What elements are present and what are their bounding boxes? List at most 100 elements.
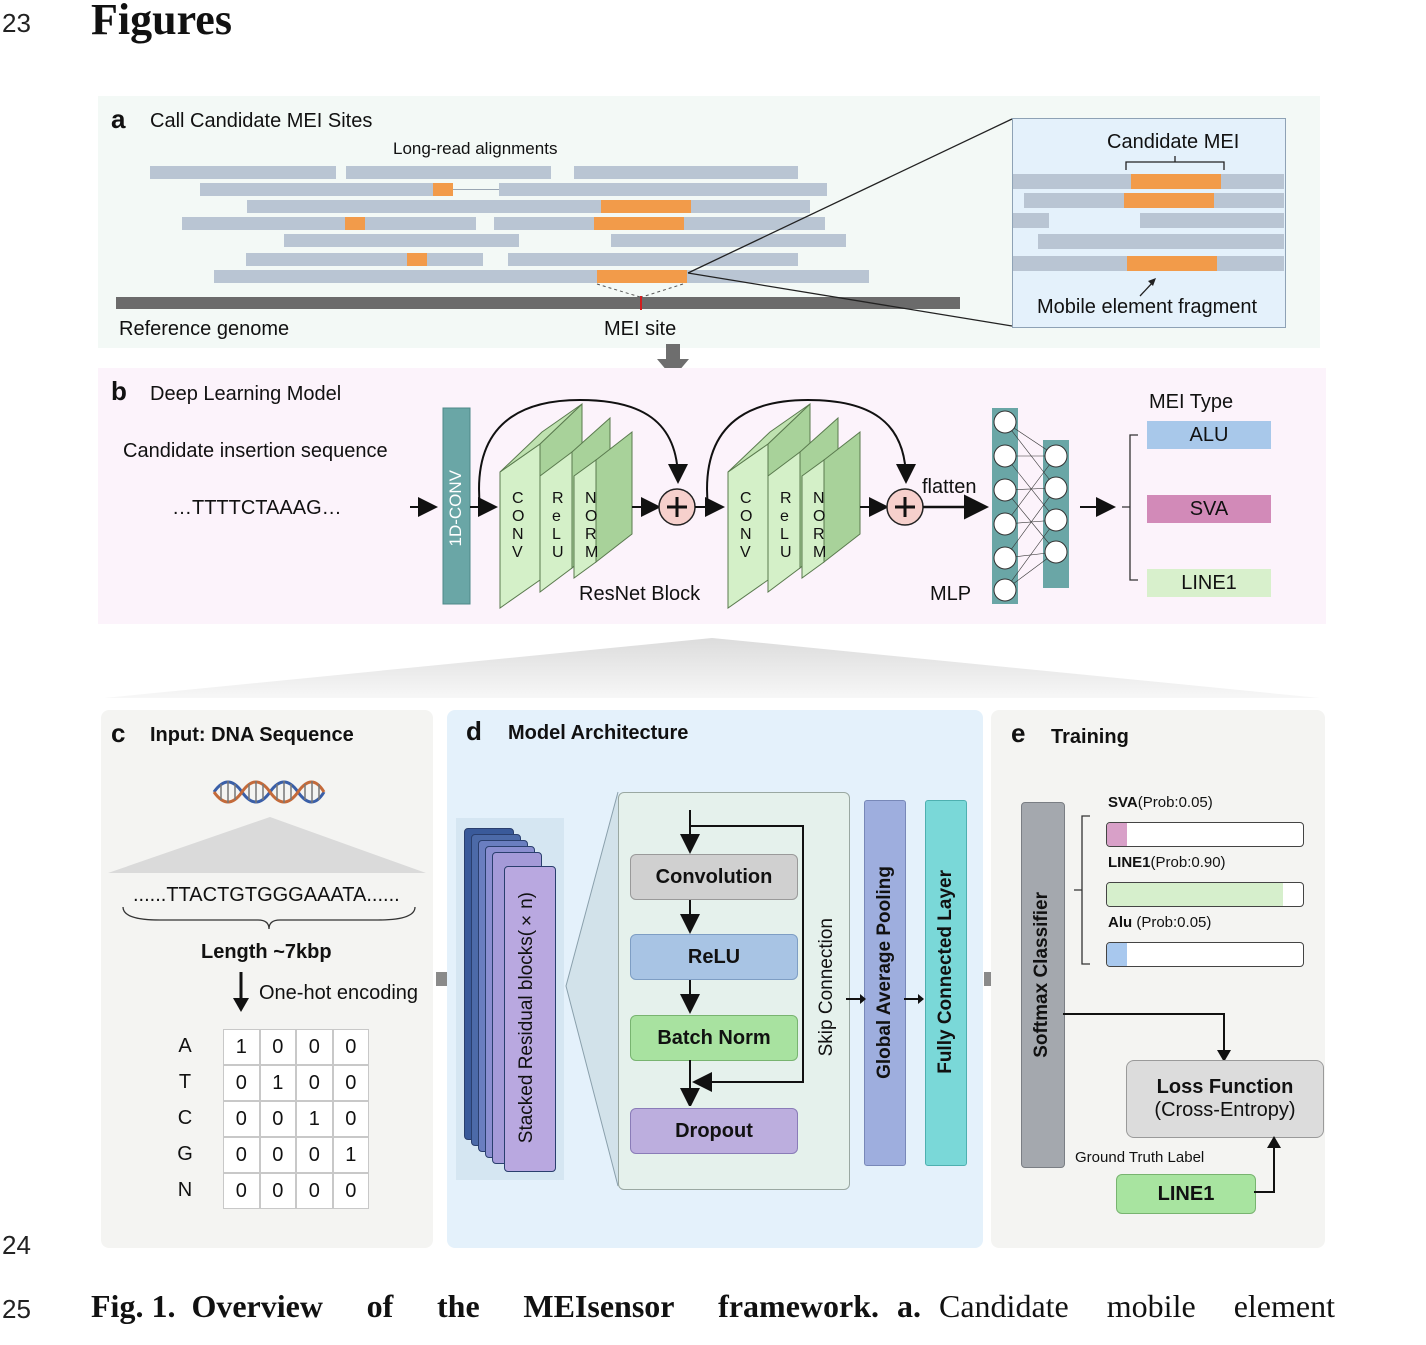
probs-bracket bbox=[1074, 815, 1090, 965]
prob-class-name: LINE1 bbox=[1108, 854, 1151, 871]
one-hot-cell: 0 bbox=[223, 1173, 260, 1209]
one-hot-cell: 0 bbox=[259, 1101, 296, 1137]
zoom-fragment-label: Mobile element fragment bbox=[1037, 296, 1258, 318]
type-line1: LINE1 bbox=[1147, 569, 1271, 597]
read bbox=[1013, 213, 1049, 228]
block-expansion-wedge bbox=[565, 791, 619, 1187]
mlp-label: MLP bbox=[930, 583, 972, 605]
read bbox=[182, 217, 345, 230]
one-hot-cell: 0 bbox=[332, 1065, 369, 1101]
read bbox=[691, 200, 810, 213]
read bbox=[150, 166, 336, 179]
loss-function-label: Loss Function bbox=[1156, 1076, 1294, 1098]
one-hot-cell: 0 bbox=[296, 1137, 333, 1173]
conv1d-label: 1D-CONV bbox=[446, 470, 465, 547]
prob-class-name: SVA bbox=[1108, 794, 1138, 811]
candidate-sequence: …TTTTCTAAAG… bbox=[172, 497, 342, 519]
batchnorm-layer: Batch Norm bbox=[630, 1015, 798, 1061]
length-label: Length ~7kbp bbox=[201, 941, 332, 963]
softmax-label: Softmax Classifier bbox=[1031, 892, 1052, 1058]
one-hot-cell: 0 bbox=[223, 1065, 260, 1101]
caption-word: element bbox=[1233, 1288, 1335, 1324]
one-hot-cell: 1 bbox=[259, 1065, 296, 1101]
sequence-brace bbox=[122, 906, 416, 930]
prob-bar bbox=[1106, 942, 1304, 967]
prob-class-name: Alu bbox=[1108, 914, 1133, 931]
base-label: N bbox=[177, 1179, 193, 1201]
softmax-classifier bbox=[1021, 802, 1065, 1168]
prob-bar bbox=[1106, 882, 1304, 907]
candidate-bracket bbox=[1125, 156, 1225, 170]
read bbox=[284, 234, 519, 247]
insertion-fragment bbox=[1124, 193, 1214, 208]
one-hot-cell: 1 bbox=[332, 1137, 369, 1173]
figure: a Call Candidate MEI Sites Long-read ali… bbox=[98, 96, 1326, 1248]
insertion-fragment bbox=[433, 183, 453, 196]
prob-bar-fill bbox=[1107, 943, 1127, 966]
one-hot-cell: 0 bbox=[332, 1173, 369, 1209]
dna-helix-icon bbox=[212, 780, 326, 804]
resnet-block-label: ResNet Block bbox=[579, 583, 701, 605]
caption-word: of bbox=[366, 1288, 394, 1324]
one-hot-cell: 0 bbox=[259, 1173, 296, 1209]
prob-bar-fill bbox=[1107, 883, 1284, 906]
residual-flow-arrows bbox=[680, 810, 804, 1106]
insertion-fragment bbox=[345, 217, 365, 230]
read bbox=[1214, 193, 1284, 208]
zoom-lines bbox=[687, 118, 1013, 327]
one-hot-cell: 0 bbox=[259, 1137, 296, 1173]
line-number: 24 bbox=[2, 1230, 31, 1260]
read bbox=[574, 166, 798, 179]
panel-d-letter: d bbox=[466, 716, 482, 746]
panel-e-title: Training bbox=[1051, 726, 1129, 748]
prob-value: (Prob:0.05) bbox=[1132, 914, 1212, 931]
reference-genome-label: Reference genome bbox=[119, 318, 290, 340]
base-label: A bbox=[178, 1035, 192, 1057]
insertion-fragment bbox=[407, 253, 427, 266]
caption-word: Candidate bbox=[939, 1288, 1069, 1324]
one-hot-cell: 0 bbox=[296, 1029, 333, 1065]
sequence-trapezoid bbox=[108, 817, 426, 873]
ground-truth-value: LINE1 bbox=[1116, 1174, 1256, 1214]
one-hot-cell: 0 bbox=[259, 1029, 296, 1065]
one-hot-cell: 0 bbox=[223, 1137, 260, 1173]
panel-a-title: Call Candidate MEI Sites bbox=[150, 110, 373, 132]
prob-bar-fill bbox=[1107, 823, 1127, 846]
split-link bbox=[453, 189, 499, 190]
one-hot-cell: 1 bbox=[296, 1101, 333, 1137]
prob-value: (Prob:0.90) bbox=[1150, 854, 1226, 871]
section-heading: Figures bbox=[91, 0, 232, 44]
read bbox=[365, 217, 476, 230]
base-label: C bbox=[177, 1107, 193, 1129]
read bbox=[508, 253, 798, 266]
insertion-fragment bbox=[601, 200, 691, 213]
caption-word: the bbox=[437, 1288, 480, 1324]
prob-value: (Prob:0.05) bbox=[1137, 794, 1213, 811]
read bbox=[611, 234, 846, 247]
layer-relu-label: ReLU bbox=[780, 490, 792, 561]
insertion-fragment bbox=[594, 217, 684, 230]
mlp-network bbox=[992, 408, 1138, 604]
read bbox=[1013, 256, 1127, 271]
read bbox=[1140, 213, 1284, 228]
panel-d-title: Model Architecture bbox=[508, 722, 689, 744]
prob-bar bbox=[1106, 822, 1304, 847]
line-number: 23 bbox=[2, 8, 31, 38]
layer-conv-label: CONV bbox=[740, 490, 753, 561]
fragment-arrow bbox=[1139, 278, 1156, 297]
layer-norm-label: NORM bbox=[585, 490, 599, 561]
one-hot-cell: 0 bbox=[332, 1101, 369, 1137]
mei-type-label: MEI Type bbox=[1149, 391, 1234, 413]
caption-word: mobile bbox=[1106, 1288, 1196, 1324]
one-hot-cell: 1 bbox=[223, 1029, 260, 1065]
flatten-label: flatten bbox=[922, 476, 977, 498]
long-read-label: Long-read alignments bbox=[393, 139, 558, 158]
read bbox=[1217, 256, 1284, 271]
zoom-candidate-label: Candidate MEI bbox=[1107, 131, 1240, 153]
base-label: G bbox=[177, 1143, 193, 1165]
encoding-label: One-hot encoding bbox=[259, 982, 419, 1004]
dna-sequence: ......TTACTGTGGGAAATA...... bbox=[133, 884, 400, 906]
prob-label: LINE1(Prob:0.90) bbox=[1108, 854, 1226, 871]
